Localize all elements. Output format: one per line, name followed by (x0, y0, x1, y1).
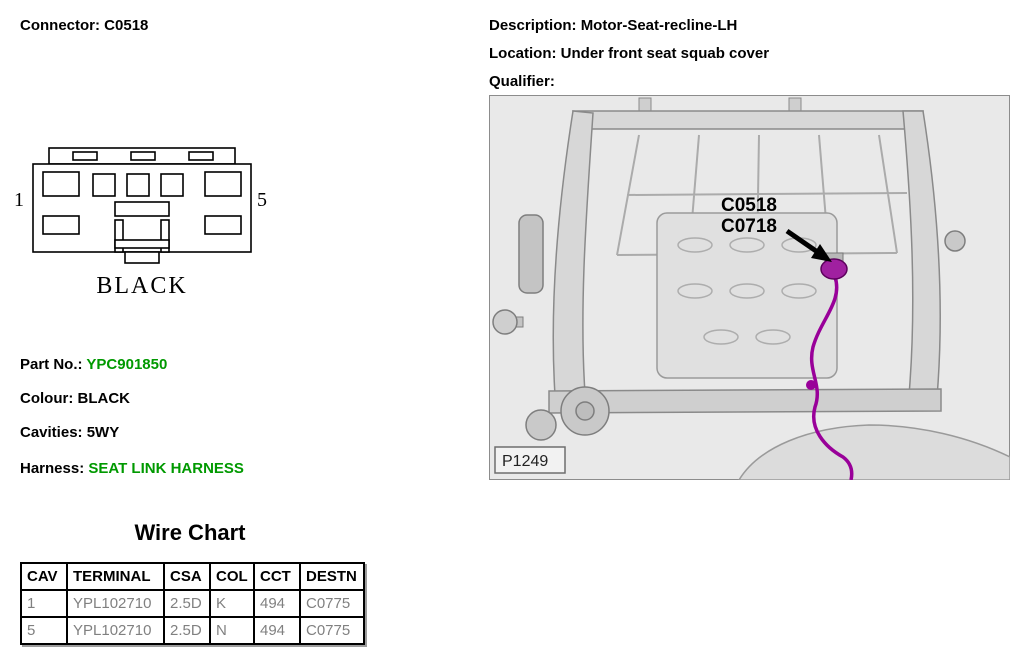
figure-ref-text: P1249 (502, 453, 548, 470)
cell-terminal: YPL102710 (66, 616, 165, 645)
pin-number-first: 1 (14, 189, 24, 211)
cell-csa: 2.5D (163, 589, 211, 618)
cell-csa: 2.5D (163, 616, 211, 645)
col-header-destn: DESTN (299, 562, 365, 591)
cell-col: N (209, 616, 255, 645)
table-row: 1 YPL102710 2.5D K 494 C0775 (20, 589, 365, 618)
table-row: 5 YPL102710 2.5D N 494 C0775 (20, 616, 365, 645)
connector-title-label: Connector: (20, 17, 100, 34)
wire-chart-header-row: CAV TERMINAL CSA COL CCT DESTN (20, 562, 365, 591)
colour-row: Colour: BLACK (20, 390, 130, 407)
cavities-row: Cavities: 5WY (20, 424, 119, 441)
connector-title-value: C0518 (104, 17, 149, 34)
seat-location-photo: C0518 C0718 P1249 (489, 95, 1010, 480)
cell-cav: 5 (20, 616, 68, 645)
wire-chart-table: CAV TERMINAL CSA COL CCT DESTN 1 YPL1027… (20, 562, 365, 645)
qualifier-row: Qualifier: (489, 73, 769, 101)
callout-line2: C0718 (721, 216, 777, 237)
col-header-cct: CCT (253, 562, 301, 591)
part-no-row: Part No.: YPC901850 (20, 356, 167, 373)
col-header-csa: CSA (163, 562, 211, 591)
description-label: Description: (489, 17, 577, 34)
col-header-col: COL (209, 562, 255, 591)
description-row: Description: Motor-Seat-recline-LH (489, 17, 769, 45)
wire-chart-title: Wire Chart (134, 520, 246, 545)
harness-value: SEAT LINK HARNESS (88, 460, 244, 477)
part-no-value: YPC901850 (86, 356, 168, 373)
cell-destn: C0775 (299, 616, 365, 645)
cell-terminal: YPL102710 (66, 589, 165, 618)
housing-color-label: BLACK (96, 273, 187, 299)
qualifier-label: Qualifier: (489, 73, 555, 90)
cell-col: K (209, 589, 255, 618)
pin-number-last: 5 (257, 189, 267, 211)
callout-line1: C0518 (721, 195, 777, 216)
harness-wire (810, 276, 854, 480)
callout-arrow (785, 228, 832, 262)
cell-cct: 494 (253, 589, 301, 618)
cell-destn: C0775 (299, 589, 365, 618)
harness-label: Harness: (20, 460, 85, 477)
connector-face-diagram: 1 5 BLACK (14, 147, 267, 299)
col-header-terminal: TERMINAL (66, 562, 165, 591)
seat-frame (492, 97, 1010, 480)
cavities-label: Cavities: (20, 424, 83, 441)
col-header-cav: CAV (20, 562, 68, 591)
connector-title: Connector: C0518 (20, 17, 148, 34)
figure-ref: P1249 (494, 446, 566, 474)
header-right: Description: Motor-Seat-recline-LH Locat… (489, 17, 769, 101)
harness-row: Harness: SEAT LINK HARNESS (20, 460, 244, 477)
location-row: Location: Under front seat squab cover (489, 45, 769, 73)
location-value: Under front seat squab cover (560, 45, 770, 62)
colour-value: BLACK (77, 390, 131, 407)
colour-label: Colour: (20, 390, 74, 407)
connector-housing (32, 147, 252, 264)
description-value: Motor-Seat-recline-LH (580, 17, 738, 34)
location-label: Location: (489, 45, 557, 62)
cell-cav: 1 (20, 589, 68, 618)
cell-cct: 494 (253, 616, 301, 645)
cavities-value: 5WY (86, 424, 120, 441)
part-no-label: Part No.: (20, 356, 83, 373)
harness-wire-clip (806, 380, 816, 390)
